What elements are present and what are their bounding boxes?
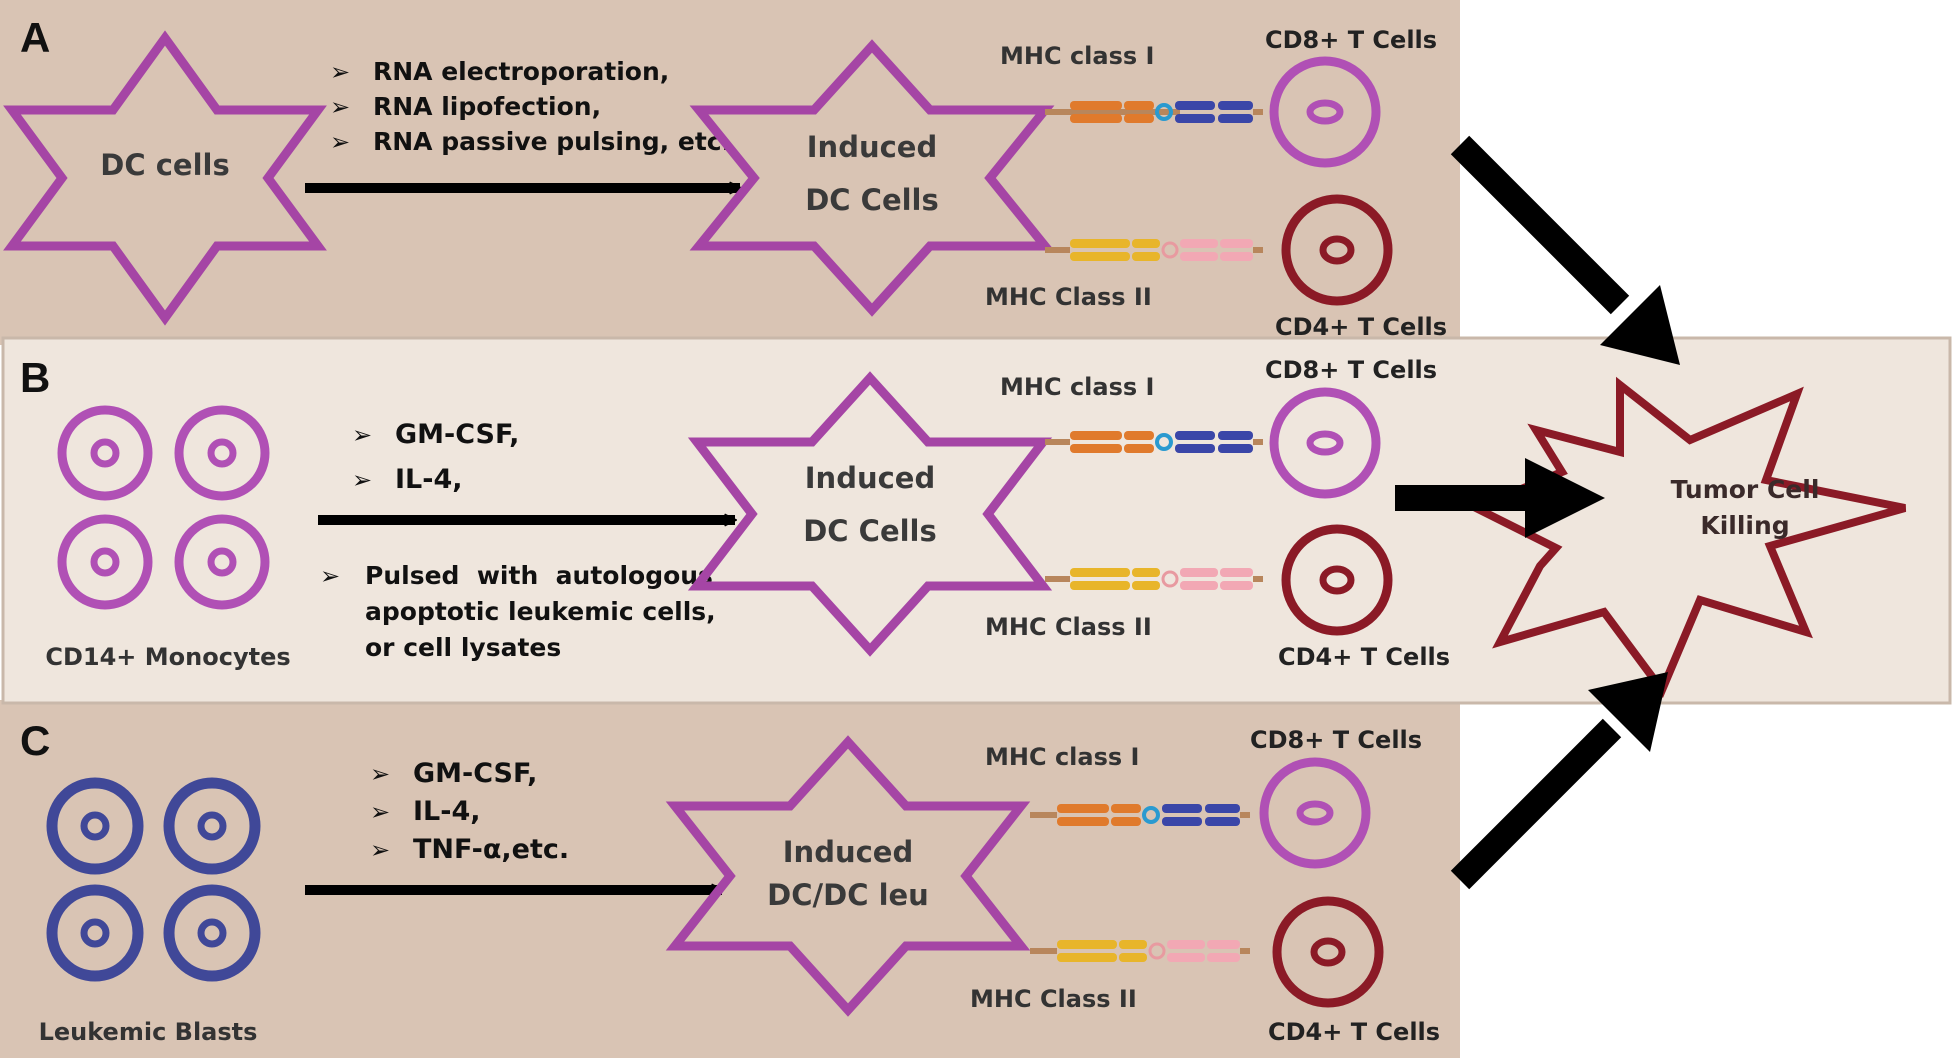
cd4-t-cells-label: CD4+ T Cells [1275, 313, 1447, 341]
tumor-cell-killing-line2: Killing [1700, 511, 1789, 540]
panel-a-background [0, 0, 1460, 345]
cd4-t-cell [1281, 194, 1393, 306]
bullet-icon: ➢ [370, 798, 390, 826]
cd8-t-cell [1269, 387, 1381, 499]
mhc-class-i-label: MHC class I [985, 743, 1139, 771]
cd4-t-cell [1272, 896, 1384, 1008]
bullet-icon: ➢ [370, 836, 390, 864]
cd8-t-cells-label: CD8+ T Cells [1250, 726, 1422, 754]
cd8-t-cell [1259, 757, 1371, 869]
cd4-t-cell [1281, 524, 1393, 636]
mhc-class-i-complex [1045, 101, 1263, 123]
bullet-icon: ➢ [330, 93, 350, 121]
step-gm-csf: GM-CSF, [395, 419, 519, 450]
bullet-icon: ➢ [330, 128, 350, 156]
mhc-class-i-complex [1030, 804, 1250, 826]
bullet-icon: ➢ [320, 562, 340, 590]
tumor-cell-killing-star-main [1466, 376, 1907, 699]
panel-c-label: C [20, 717, 50, 764]
panel-a-label: A [20, 14, 50, 61]
step-rna-electroporation: RNA electroporation, [373, 57, 669, 86]
step-rna-passive-pulsing: RNA passive pulsing, etc. [373, 127, 731, 156]
induced-dc-star [687, 371, 1053, 657]
panel-b-background [1, 336, 1952, 705]
pulse-step-line1: Pulsed with autologous [365, 561, 713, 590]
step-rna-lipofection: RNA lipofection, [373, 92, 601, 121]
induced-label-line1: Induced [805, 461, 935, 495]
step-il-4: IL-4, [395, 464, 463, 495]
induced-label-line2: DC Cells [805, 183, 939, 217]
step-tnf-alpha: TNF-α,etc. [413, 834, 569, 865]
bullet-icon: ➢ [352, 421, 372, 449]
dc-cell-star [3, 30, 327, 326]
leukemic-blasts-label: Leukemic Blasts [39, 1018, 258, 1046]
mhc-class-ii-label: MHC Class II [970, 985, 1137, 1013]
mhc-class-ii-complex [1045, 239, 1263, 261]
mhc-class-ii-label: MHC Class II [985, 283, 1152, 311]
cd14-monocytes-label: CD14+ Monocytes [45, 643, 290, 671]
induced-label-line1: Induced [783, 835, 913, 869]
bullet-icon: ➢ [330, 58, 350, 86]
arrow-b-to-tumor [1395, 458, 1605, 538]
pulse-step-line2: apoptotic leukemic cells, [365, 597, 716, 626]
mhc-class-i-label: MHC class I [1000, 373, 1154, 401]
cd8-t-cell [1269, 56, 1381, 168]
cd8-t-cells-label: CD8+ T Cells [1265, 26, 1437, 54]
cd4-t-cells-label: CD4+ T Cells [1268, 1018, 1440, 1046]
step-gm-csf: GM-CSF, [413, 758, 537, 789]
step-il-4: IL-4, [413, 796, 481, 827]
induced-label-line2: DC/DC leu [767, 878, 929, 912]
bullet-icon: ➢ [352, 466, 372, 494]
mhc-class-ii-complex [1030, 940, 1250, 962]
cd8-t-cells-label: CD8+ T Cells [1265, 356, 1437, 384]
cd4-t-cells-label: CD4+ T Cells [1278, 643, 1450, 671]
dc-cells-label: DC cells [100, 148, 229, 182]
monocyte-cluster [57, 405, 270, 610]
induced-dc-leu-star [665, 735, 1031, 1017]
panel-b-label: B [20, 354, 50, 401]
arrow-a-to-tumor [1450, 135, 1680, 365]
mhc-class-ii-label: MHC Class II [985, 613, 1152, 641]
tumor-cell-killing-line1: Tumor Cell [1671, 475, 1820, 504]
induced-label-line1: Induced [807, 130, 937, 164]
bullet-icon: ➢ [370, 760, 390, 788]
induced-label-line2: DC Cells [803, 514, 937, 548]
mhc-class-ii-complex [1045, 568, 1263, 590]
arrow-c-to-tumor [1450, 672, 1668, 890]
mhc-class-i-complex [1045, 431, 1263, 453]
mhc-class-i-label: MHC class I [1000, 42, 1154, 70]
pulse-step-line3: or cell lysates [365, 633, 561, 662]
leukemic-blast-cluster [46, 777, 261, 982]
